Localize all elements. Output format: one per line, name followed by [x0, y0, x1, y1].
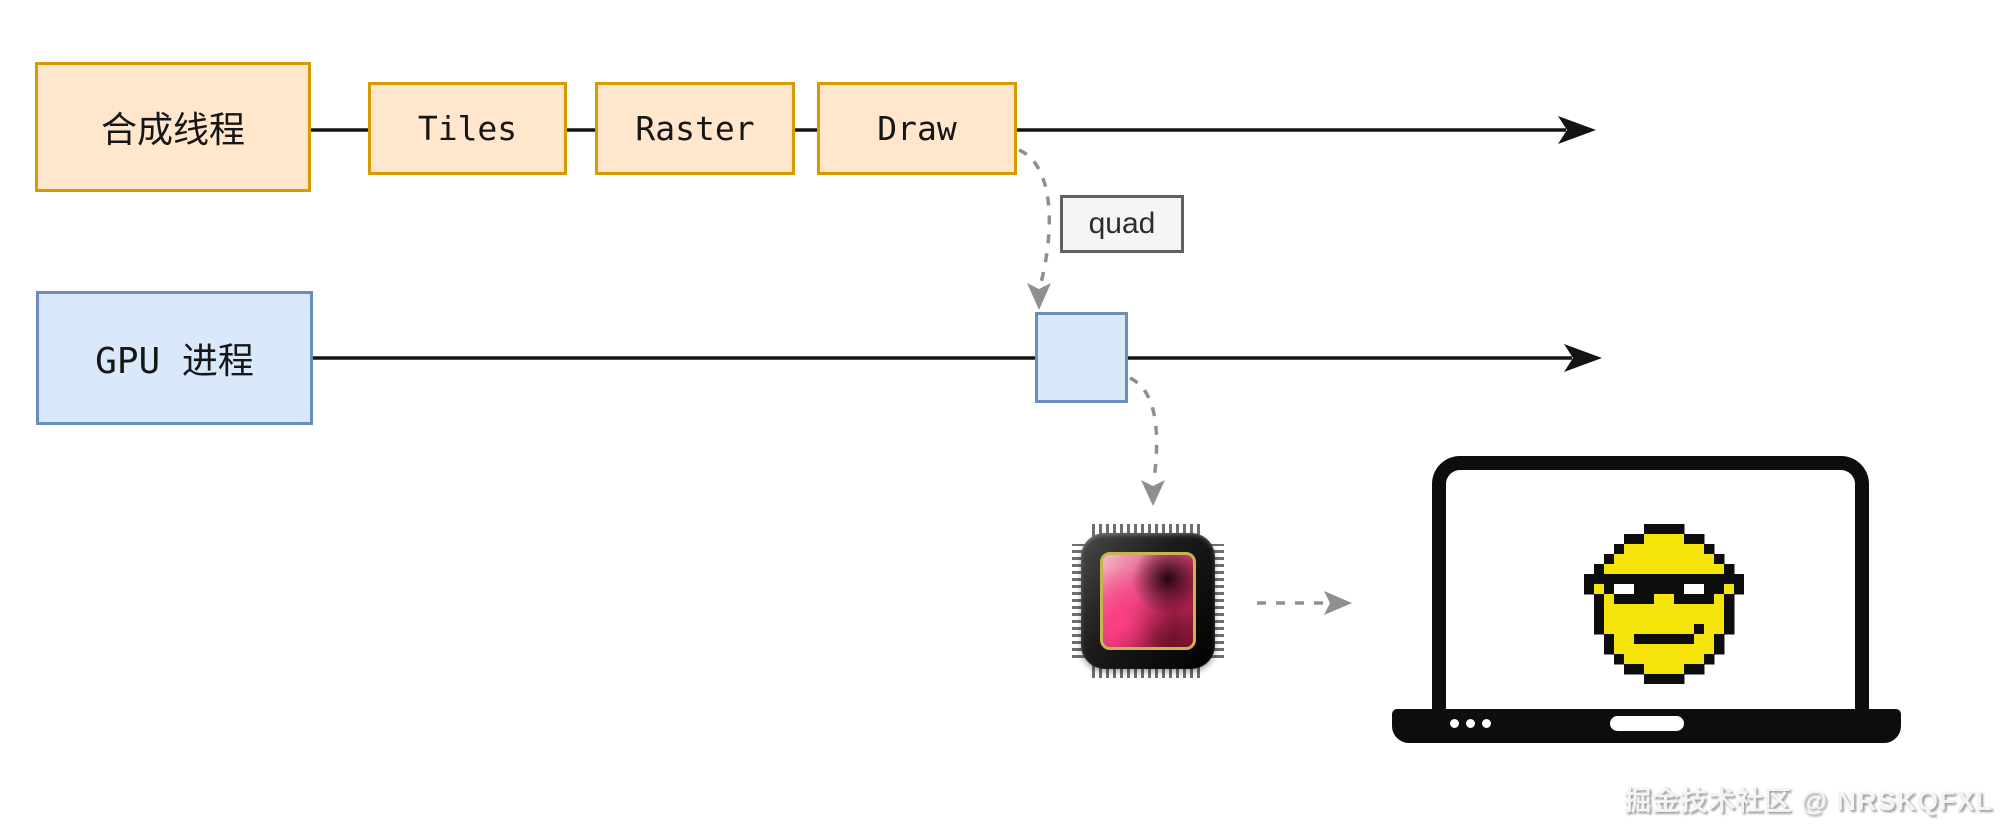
compositor-timeline-arrowhead: [1558, 116, 1596, 144]
watermark-text: 掘金技术社区 @ NRSKQFXL: [1624, 786, 1993, 816]
laptop-icon: [1432, 456, 1869, 709]
compositor-thread-label: 合成线程: [100, 110, 245, 151]
draw-label: Draw: [877, 109, 957, 148]
laptop-base-notch: [1609, 716, 1684, 731]
quad-label-box: quad: [1060, 195, 1184, 253]
gpu-chip-icon: [1072, 524, 1224, 678]
draw-to-gpu-dashed-curve: [1018, 148, 1051, 284]
sunglasses-emoji-icon: [1584, 524, 1744, 684]
gpu-timeline-arrowhead: [1564, 344, 1602, 372]
gpu-to-chip-arrowhead: [1141, 480, 1165, 506]
draw-to-gpu-arrowhead: [1027, 283, 1051, 310]
laptop-base: [1392, 709, 1901, 743]
chip-frame-image: [1100, 552, 1196, 650]
laptop-base-dot: [1466, 719, 1475, 728]
quad-label: quad: [1088, 207, 1156, 240]
raster-box: Raster: [595, 82, 795, 175]
compositor-thread-box: 合成线程: [35, 62, 311, 192]
gpu-process-box: GPU 进程: [36, 291, 313, 425]
raster-label: Raster: [635, 109, 755, 148]
gpu-to-chip-dashed-curve: [1129, 376, 1159, 481]
chip-to-laptop-arrowhead: [1324, 591, 1352, 615]
chip-body: [1081, 533, 1215, 669]
laptop-base-dot: [1482, 719, 1491, 728]
tiles-label: Tiles: [417, 109, 518, 148]
gpu-timeline-quad-slot: [1035, 312, 1128, 403]
tiles-box: Tiles: [368, 82, 567, 175]
laptop-base-dot: [1450, 719, 1459, 728]
laptop-screen: [1446, 470, 1855, 709]
draw-box: Draw: [817, 82, 1017, 175]
gpu-process-label: GPU 进程: [95, 341, 254, 382]
